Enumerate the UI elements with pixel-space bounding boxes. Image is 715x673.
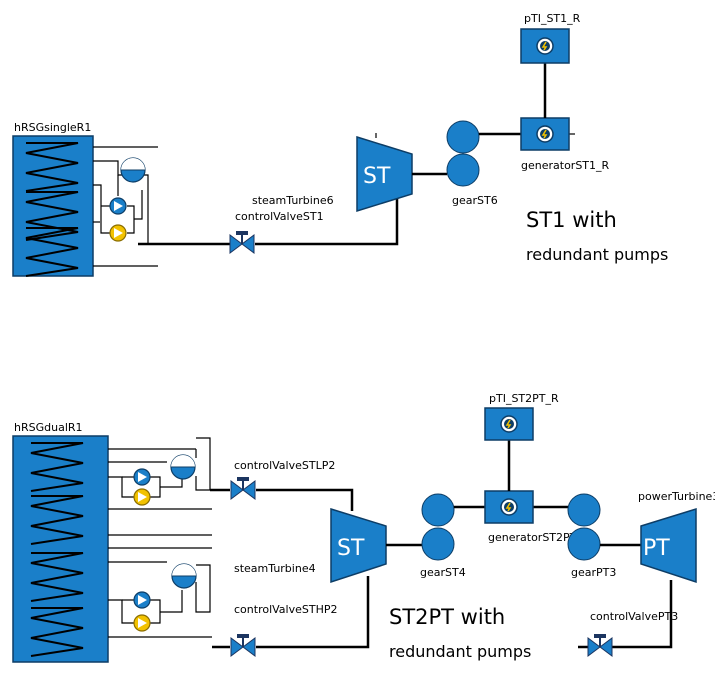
pti-st2pt-block[interactable] xyxy=(484,407,534,441)
section2-caption-line2: redundant pumps xyxy=(389,642,531,661)
gear-pt3-label: gearPT3 xyxy=(571,566,616,579)
steam-turbine6-label: steamTurbine6 xyxy=(252,194,334,207)
hrsg2-pipe-13 xyxy=(108,599,134,624)
hrsg2-pipe-8 xyxy=(195,437,211,491)
pt-text: PT xyxy=(643,536,670,561)
generator-st2pt-block[interactable] xyxy=(484,490,534,524)
control-valve-sthp2-icon[interactable] xyxy=(230,633,256,657)
hrsg-dual-block[interactable] xyxy=(12,435,109,663)
pti-st1-block[interactable] xyxy=(520,28,570,64)
control-valve-st1-label: controlValveST1 xyxy=(235,210,324,223)
gear-st6[interactable] xyxy=(446,120,480,187)
pump-upper-blue-icon[interactable] xyxy=(133,468,151,486)
section-1: hRSGsingleR1 steamTurbine6 controlValveS… xyxy=(12,12,668,277)
hrsg-dual-label: hRSGdualR1 xyxy=(14,421,83,434)
generator-st1-block[interactable] xyxy=(520,117,570,151)
hrsg1-pipe-8 xyxy=(143,174,149,185)
steam-line-turbine6 xyxy=(255,195,399,246)
generator-st1-label: generatorST1_R xyxy=(521,159,610,172)
steam-turbine4-label: steamTurbine4 xyxy=(234,562,316,575)
hrsg2-pipe-3 xyxy=(108,476,134,498)
pump-yellow-icon[interactable] xyxy=(109,224,127,242)
section2-caption-line1: ST2PT with xyxy=(389,605,505,629)
section1-caption-line1: ST1 with xyxy=(526,208,617,232)
section-2: hRSGdualR1 controlValveSTLP2 xyxy=(12,392,715,663)
pt-line-in xyxy=(612,580,673,649)
pump-upper-yellow-icon[interactable] xyxy=(133,488,151,506)
control-valve-pt3-label: controlValvePT3 xyxy=(590,610,678,623)
control-valve-stlp2-icon[interactable] xyxy=(230,476,256,500)
pti-st2pt-label: pTI_ST2PT_R xyxy=(489,392,559,405)
steam-turbine4-block[interactable]: ST xyxy=(330,507,387,584)
steam-turbine6-block[interactable]: ST xyxy=(356,135,413,213)
gear-pt3[interactable] xyxy=(567,493,601,561)
hrsg2-pipe-6 xyxy=(160,478,183,488)
pump-blue-icon[interactable] xyxy=(109,197,127,215)
control-valve-pt3-icon[interactable] xyxy=(587,633,613,657)
drum-icon[interactable] xyxy=(120,157,146,183)
hrsg-single-block[interactable] xyxy=(12,135,94,277)
lp-line-out xyxy=(256,488,354,511)
hrsg2-pipe-17 xyxy=(195,564,211,613)
generator-st2pt-label: generatorST2PT_R xyxy=(488,531,590,544)
st2-text: ST xyxy=(337,536,365,561)
power-turbine3-block[interactable]: PT xyxy=(640,507,697,584)
control-valve-st1-icon[interactable] xyxy=(229,230,255,254)
drum-upper-icon[interactable] xyxy=(170,454,196,480)
control-valve-sthp2-label: controlValveSTHP2 xyxy=(234,603,337,616)
pti-st1-label: pTI_ST1_R xyxy=(524,12,581,25)
hrsg2-pipe-16 xyxy=(160,590,183,613)
hrsg1-pipe-9 xyxy=(147,185,158,245)
hrsg-single-label: hRSGsingleR1 xyxy=(14,121,91,134)
gear-st4[interactable] xyxy=(421,493,455,561)
hrsg1-pipe-6 xyxy=(134,190,143,220)
hrsg1-pipe-2 xyxy=(93,160,122,176)
hrsg1-pipe-3 xyxy=(93,184,110,234)
hrsg1-pipe-5 xyxy=(127,205,135,234)
pump-lower-blue-icon[interactable] xyxy=(133,591,151,609)
hp-line-out xyxy=(256,576,370,649)
hrsg2-pipe-5 xyxy=(150,476,161,498)
st1-text: ST xyxy=(363,164,391,189)
hrsg2-pipe-15 xyxy=(150,599,161,624)
gear-st6-label: gearST6 xyxy=(452,194,498,207)
drum-lower-icon[interactable] xyxy=(171,563,197,589)
section1-caption-line2: redundant pumps xyxy=(526,245,668,264)
pump-lower-yellow-icon[interactable] xyxy=(133,614,151,632)
control-valve-stlp2-label: controlValveSTLP2 xyxy=(234,459,335,472)
power-turbine3-label: powerTurbine3 xyxy=(638,490,715,503)
gear-st4-label: gearST4 xyxy=(420,566,466,579)
